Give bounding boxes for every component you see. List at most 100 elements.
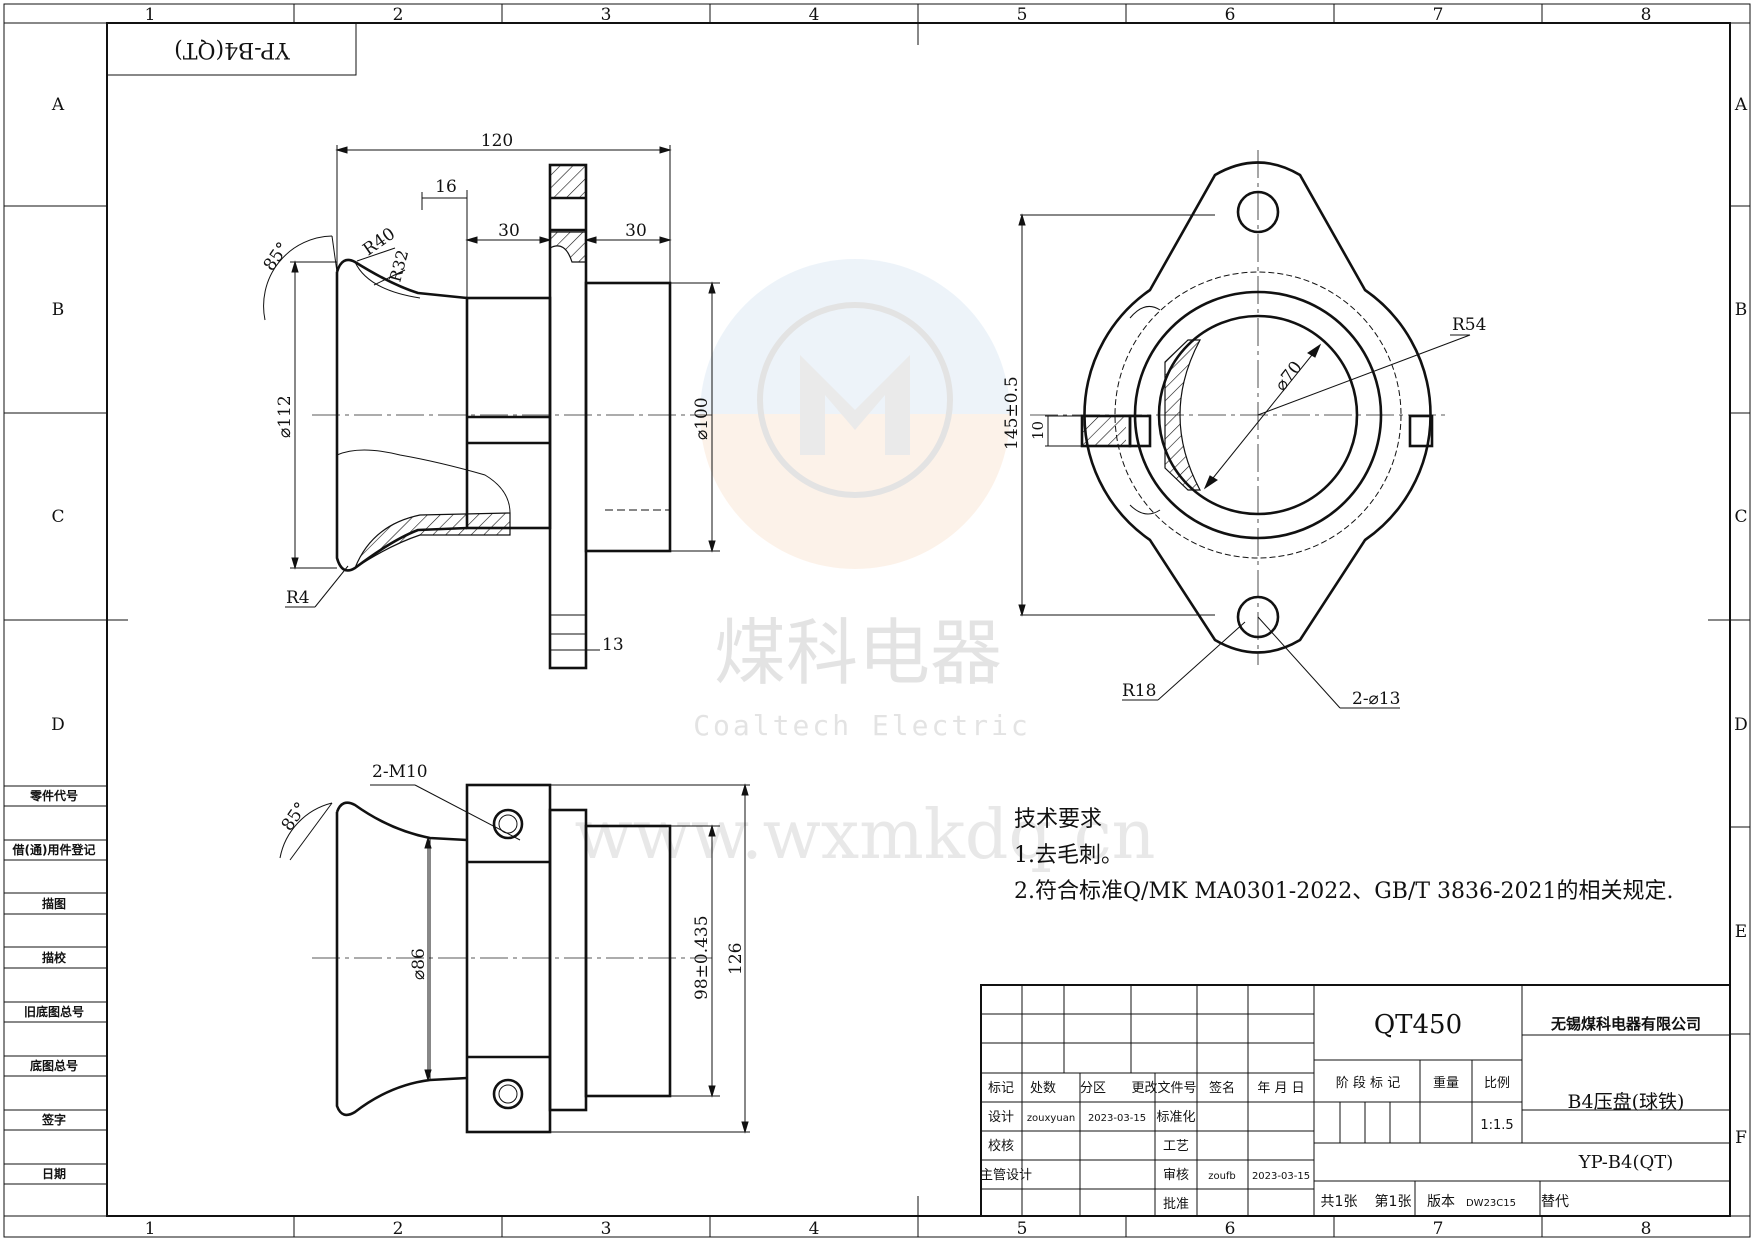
dim-98: 98±0.435 — [692, 915, 712, 1000]
panel-label-date: 日期 — [42, 1166, 66, 1181]
row-label-B-right: B — [1735, 300, 1748, 320]
tb-hdr-sign: 签名 — [1209, 1080, 1235, 1096]
dim-85deg-side: 85° — [278, 799, 312, 835]
tb-version-label: 版本 — [1427, 1194, 1455, 1210]
tb-check: 校核 — [988, 1138, 1014, 1154]
col-label-6-bottom: 6 — [1225, 1219, 1236, 1239]
panel-label-old-no: 旧底图总号 — [24, 1004, 84, 1019]
dim-145: 145±0.5 — [1002, 376, 1022, 450]
dim-phi70: ⌀70 — [1271, 358, 1306, 395]
col-label-4-bottom: 4 — [809, 1219, 820, 1239]
dim-30-left: 30 — [498, 221, 520, 241]
dim-30-right: 30 — [625, 221, 647, 241]
tb-design: 设计 — [988, 1110, 1014, 1125]
col-label-8-bottom: 8 — [1641, 1219, 1652, 1239]
tb-hdr-changedoc: 更改文件号 — [1131, 1081, 1196, 1096]
tb-sheet-no: 第1张 — [1375, 1193, 1412, 1210]
panel-label-tracing: 描图 — [42, 896, 66, 911]
tb-design-date: 2023-03-15 — [1088, 1113, 1146, 1124]
reversed-drawing-code: YP-B4(QT) — [174, 37, 291, 62]
row-label-E-right: E — [1735, 922, 1747, 942]
col-label-8: 8 — [1641, 5, 1652, 25]
tb-approve: 批准 — [1163, 1197, 1189, 1212]
col-label-2-bottom: 2 — [393, 1219, 404, 1239]
tb-designer: zouxyuan — [1027, 1113, 1075, 1124]
tb-reviewer: zoufb — [1208, 1171, 1236, 1182]
view-side-bottom: 2-M10 85° ⌀86 98±0.435 126 — [278, 762, 750, 1134]
tech-requirements: 技术要求 1.去毛刺。 2.符合标准Q/MK MA0301-2022、GB/T … — [1014, 807, 1673, 904]
tb-drawing-no: YP-B4(QT) — [1578, 1152, 1674, 1173]
dim-phi100: ⌀100 — [692, 397, 712, 440]
row-label-C-right: C — [1734, 507, 1747, 527]
panel-label-signature: 签字 — [41, 1112, 66, 1127]
tb-scale-value: 1:1.5 — [1480, 1118, 1513, 1133]
tb-hdr-count: 处数 — [1030, 1081, 1056, 1096]
tb-stage-mark: 阶 段 标 记 — [1336, 1076, 1400, 1091]
dim-16: 16 — [435, 177, 457, 197]
row-label-F-right: F — [1735, 1128, 1747, 1148]
col-label-1: 1 — [145, 5, 156, 25]
panel-label-borrowed: 借(通)用件登记 — [12, 842, 96, 857]
tb-weight: 重量 — [1433, 1075, 1459, 1091]
tech-req-item-2: 2.符合标准Q/MK MA0301-2022、GB/T 3836-2021的相关… — [1014, 879, 1673, 904]
watermark: 煤科电器 Coaltech Electric www.wxmkdq.cn — [575, 259, 1156, 875]
col-label-1-bottom: 1 — [145, 1219, 156, 1239]
dim-r32: R32 — [386, 248, 413, 284]
tech-req-item-1: 1.去毛刺。 — [1014, 843, 1123, 868]
row-label-D-right: D — [1734, 715, 1748, 735]
tb-standardize: 标准化 — [1156, 1110, 1195, 1125]
row-label-A-right: A — [1734, 95, 1748, 115]
dim-phi112: ⌀112 — [275, 395, 295, 438]
dim-85deg: 85° — [260, 239, 294, 275]
col-label-2: 2 — [393, 5, 404, 25]
dim-10: 10 — [1029, 421, 1047, 440]
col-label-4: 4 — [809, 5, 820, 25]
tb-chief: 主管设计 — [980, 1168, 1032, 1183]
row-label-B: B — [52, 300, 65, 320]
col-label-5-bottom: 5 — [1017, 1219, 1028, 1239]
col-label-3-bottom: 3 — [601, 1219, 612, 1239]
col-label-7: 7 — [1433, 5, 1444, 25]
watermark-logo-icon — [757, 302, 953, 498]
dim-r18: R18 — [1122, 681, 1156, 701]
watermark-en: Coaltech Electric — [693, 709, 1031, 742]
dim-13: 13 — [602, 635, 624, 655]
tb-review-date: 2023-03-15 — [1252, 1171, 1310, 1182]
dim-120: 120 — [481, 131, 513, 151]
tb-company: 无锡煤科电器有限公司 — [1550, 1015, 1701, 1033]
row-label-A: A — [51, 95, 65, 115]
col-label-5: 5 — [1017, 5, 1028, 25]
dim-126: 126 — [726, 943, 746, 975]
view-end-right: R54 ⌀70 145±0.5 10 R18 2-⌀13 — [1002, 150, 1486, 709]
tb-total-sheets: 共1张 — [1321, 1194, 1358, 1210]
tb-material: QT450 — [1374, 1010, 1462, 1040]
tb-process: 工艺 — [1163, 1139, 1189, 1154]
tb-part-name: B4压盘(球铁) — [1568, 1091, 1685, 1113]
panel-label-trace-check: 描校 — [42, 950, 67, 965]
dim-2-m10: 2-M10 — [372, 762, 428, 782]
tb-hdr-zone: 分区 — [1080, 1081, 1106, 1096]
tb-scale-label: 比例 — [1484, 1076, 1510, 1091]
reversed-code-box: YP-B4(QT) — [106, 22, 357, 76]
row-label-C: C — [51, 507, 64, 527]
title-block: 标记 处数 分区 更改文件号 签名 年 月 日 设计 zouxyuan 2023… — [980, 984, 1731, 1217]
dim-2-phi13: 2-⌀13 — [1352, 689, 1400, 709]
watermark-cn: 煤科电器 — [714, 611, 1002, 695]
dim-phi86: ⌀86 — [409, 948, 429, 980]
watermark-url: www.wxmkdq.cn — [575, 796, 1156, 875]
dim-r4: R4 — [286, 588, 310, 608]
panel-label-base-no: 底图总号 — [30, 1058, 78, 1073]
tb-hdr-date: 年 月 日 — [1257, 1081, 1304, 1096]
col-label-3: 3 — [601, 5, 612, 25]
tb-replace: 替代 — [1541, 1194, 1569, 1210]
view-section-left: 120 16 30 30 R40 R32 85° ⌀112 ⌀100 R4 13 — [260, 131, 720, 670]
panel-label-part-code: 零件代号 — [29, 788, 78, 803]
dim-r54: R54 — [1452, 315, 1486, 335]
col-label-7-bottom: 7 — [1433, 1219, 1444, 1239]
left-record-panel: 零件代号 借(通)用件登记 描图 描校 旧底图总号 底图总号 签字 日期 — [3, 785, 108, 1217]
tech-req-title: 技术要求 — [1014, 807, 1102, 832]
tb-hdr-mark: 标记 — [988, 1081, 1014, 1096]
col-label-6: 6 — [1225, 5, 1236, 25]
tb-review: 审核 — [1163, 1168, 1189, 1183]
